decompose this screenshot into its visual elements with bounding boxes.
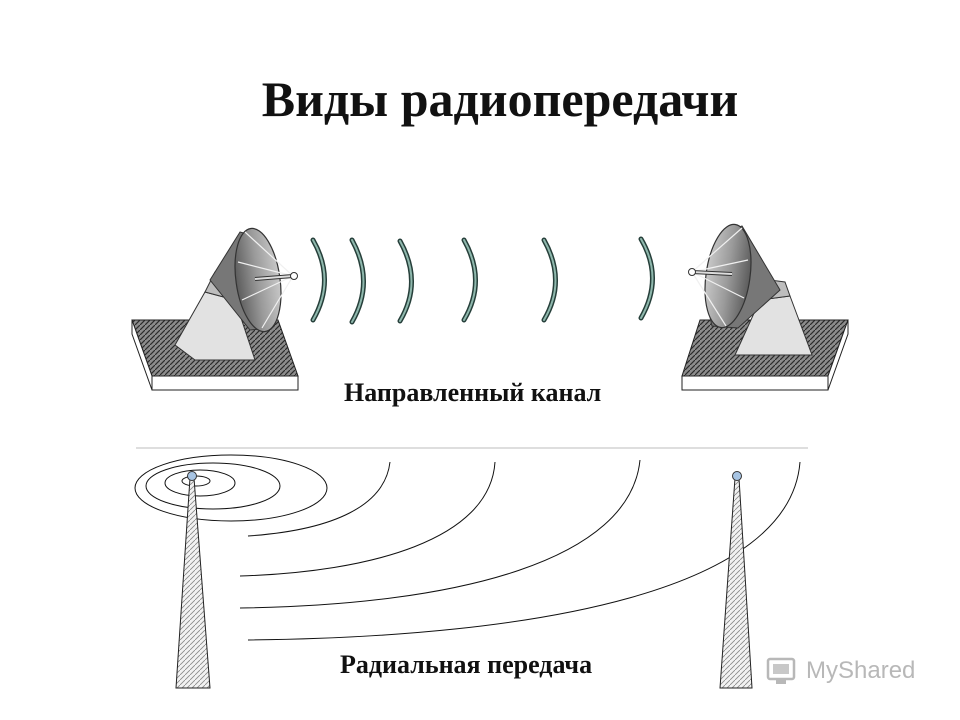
page-title: Виды радиопередачи <box>261 71 739 127</box>
left-transmitter-tower <box>175 471 211 689</box>
radial-wave-arcs <box>239 459 801 641</box>
watermark-logo-icon <box>766 657 796 684</box>
right-feed-horn <box>688 268 696 276</box>
right-receiver-tower <box>719 471 753 689</box>
wave-arc <box>349 237 366 325</box>
wave-arc <box>310 237 327 323</box>
radial-emission-rings <box>134 454 328 522</box>
left-dish-reflector <box>209 227 298 333</box>
left-tower-tip <box>187 471 197 481</box>
right-dish-antenna <box>681 223 849 391</box>
right-tower-tip <box>732 471 742 481</box>
wave-arc <box>541 237 558 323</box>
watermark: MyShared <box>766 656 915 686</box>
left-dish-antenna <box>131 227 299 391</box>
wave-arc <box>397 238 414 324</box>
wave-arc <box>638 236 655 321</box>
wave-arc <box>461 237 478 323</box>
watermark-text: MyShared <box>806 657 916 684</box>
radial-transmission-caption: Радиальная передача <box>340 650 593 679</box>
directed-wave-arcs <box>310 236 655 325</box>
right-dish-reflector <box>688 223 781 329</box>
left-feed-horn <box>290 272 298 280</box>
directed-channel-caption: Направленный канал <box>344 378 602 407</box>
